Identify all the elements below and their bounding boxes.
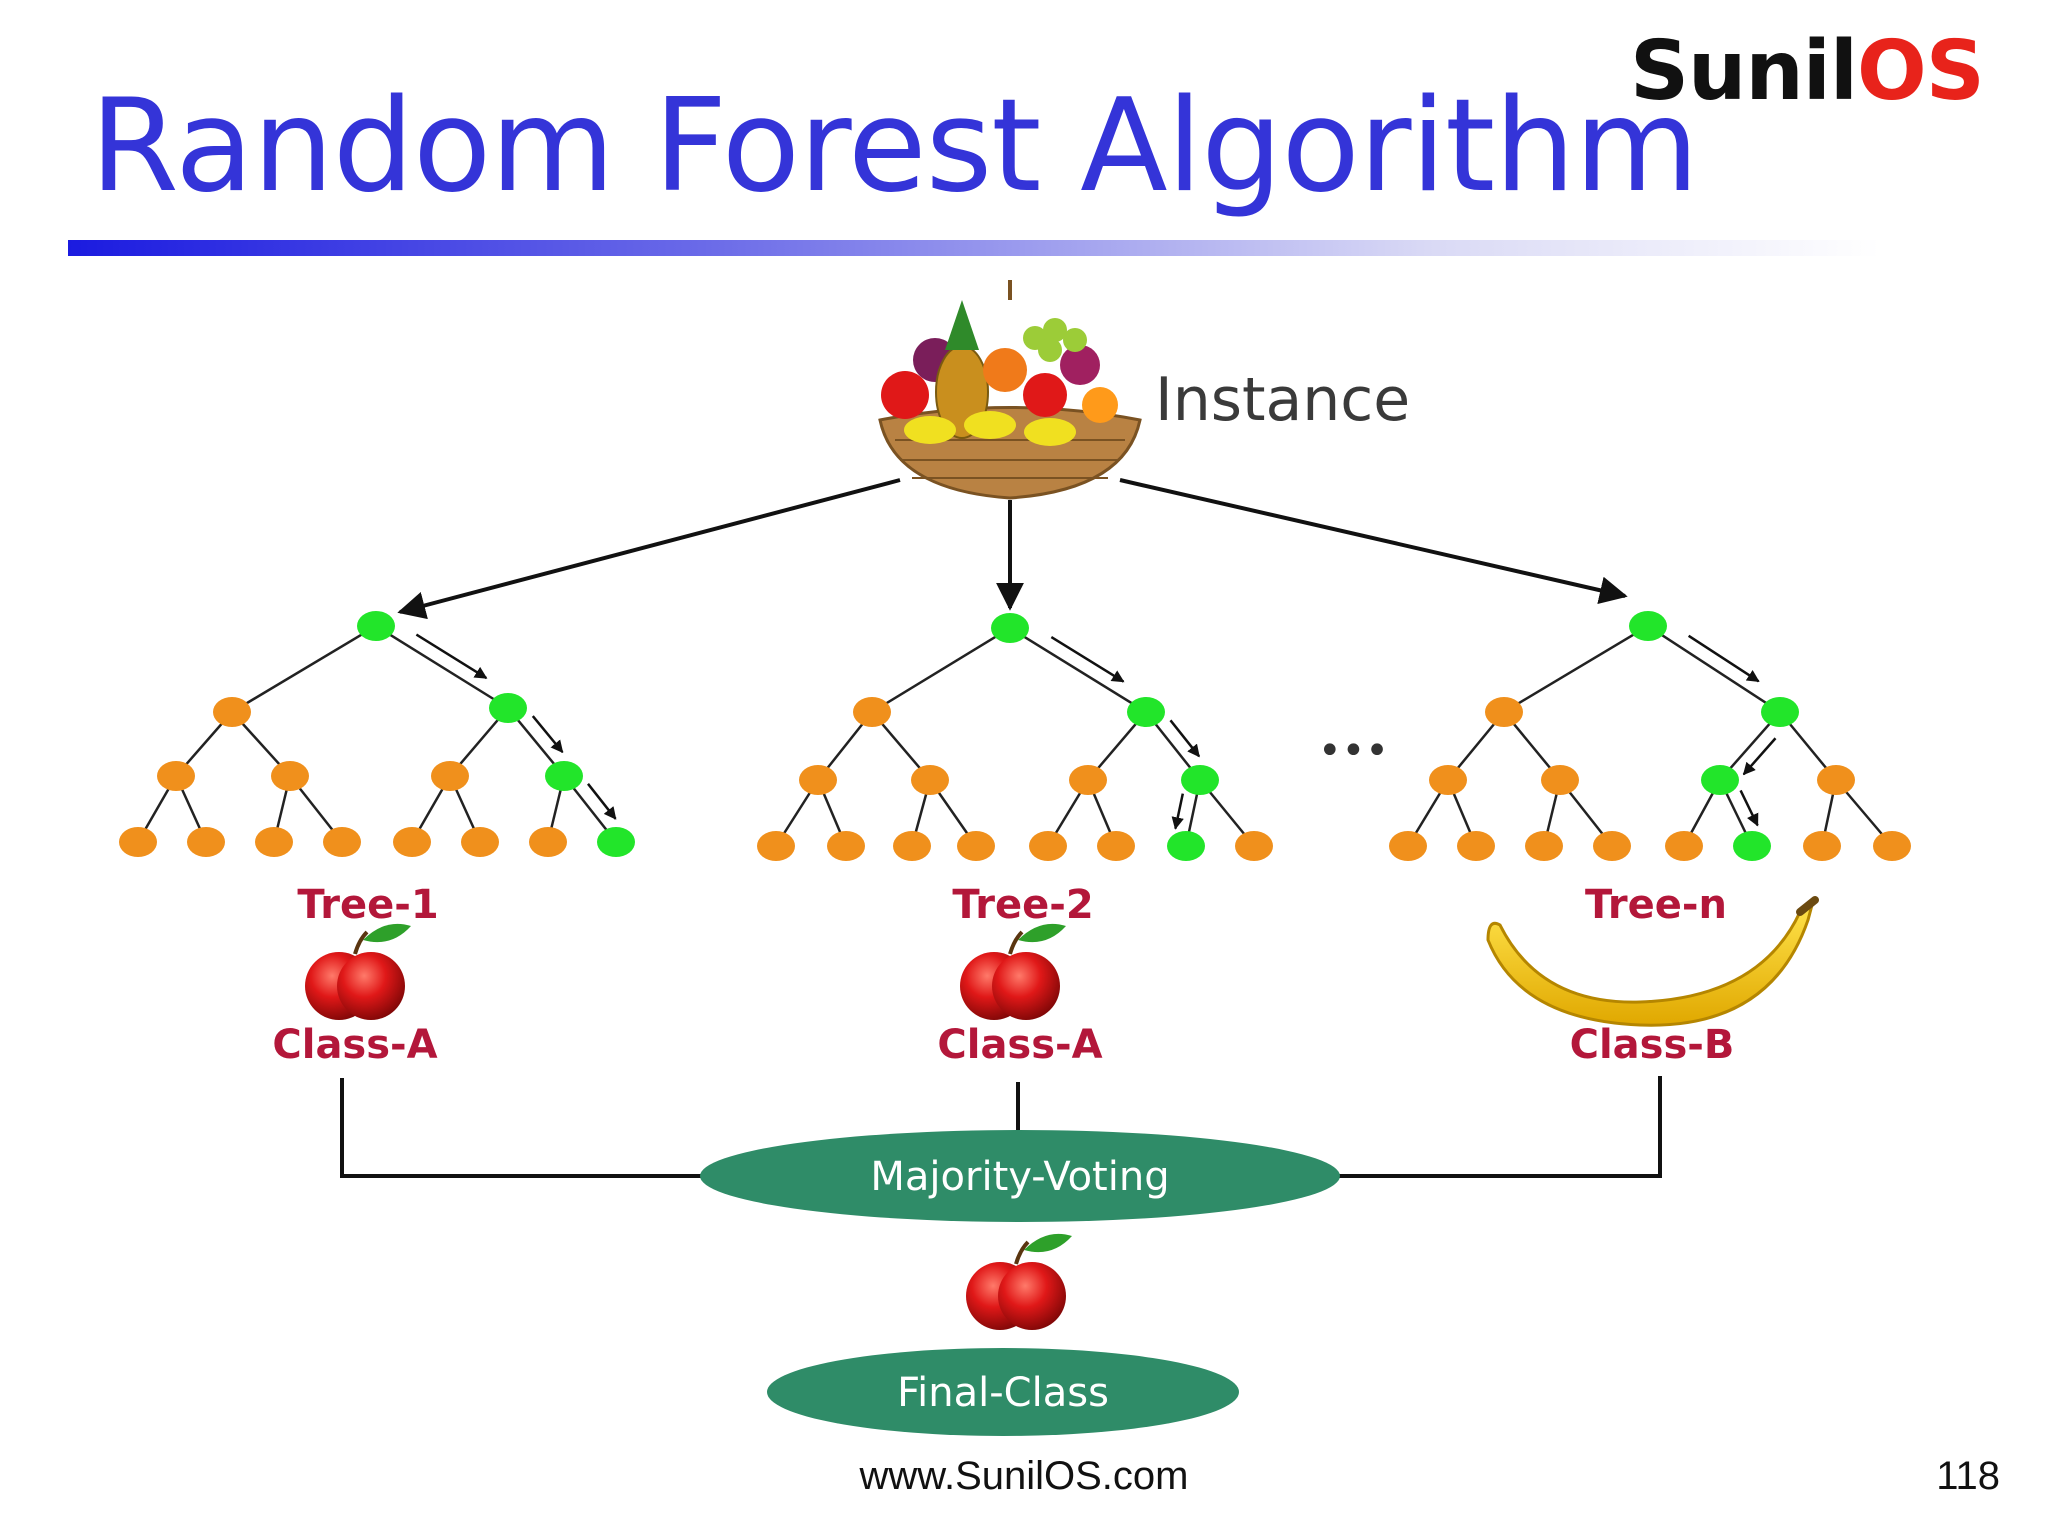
tree-2-edge <box>871 626 1011 714</box>
tree-2-leaf-node <box>1235 831 1273 861</box>
tree-2-node <box>853 697 891 727</box>
tree-n-path-arrow <box>1739 789 1759 827</box>
tree-n-node <box>1761 697 1799 727</box>
tree-1-leaf-node <box>597 827 635 857</box>
tree-n-node <box>1817 765 1855 795</box>
tree-n-path-arrow <box>1687 634 1760 683</box>
tree-2-leaf-node <box>1097 831 1135 861</box>
page-number: 118 <box>1936 1454 2000 1498</box>
footer-url: www.SunilOS.com <box>859 1454 1189 1498</box>
tree-n-leaf-node <box>1525 831 1563 861</box>
tree-2-node <box>1181 765 1219 795</box>
tree-n-class-label: Class-B <box>1570 1022 1735 1068</box>
tree-n-node <box>1429 765 1467 795</box>
tree-1-node <box>213 697 251 727</box>
tree-1-leaf-node <box>529 827 567 857</box>
tree-2-root-node <box>991 613 1029 643</box>
logo-text-part2: OS <box>1857 24 1985 119</box>
tree-1-path-arrow <box>587 783 617 820</box>
tree-2-path-arrow <box>1169 719 1201 758</box>
apple-icon <box>966 1233 1072 1330</box>
tree-1-node <box>545 761 583 791</box>
connector-tree-1-to-voting <box>340 1078 712 1178</box>
apple-icon <box>305 923 411 1020</box>
final-class-label: Final-Class <box>897 1370 1109 1416</box>
tree-n-leaf-node <box>1389 831 1427 861</box>
tree-2-path-arrow <box>1050 636 1125 683</box>
tree-1-node <box>489 693 527 723</box>
tree-n-leaf-node <box>1803 831 1841 861</box>
tree-n-leaf-node <box>1733 831 1771 861</box>
tree-n-leaf-node <box>1457 831 1495 861</box>
tree-2-node <box>911 765 949 795</box>
tree-2-node <box>799 765 837 795</box>
ellipsis-dots: ••• <box>1318 728 1389 774</box>
banana-icon <box>1486 896 1819 1027</box>
tree-2-leaf-node <box>957 831 995 861</box>
tree-n-label: Tree-n <box>1585 882 1727 928</box>
tree-n-root-node <box>1629 611 1667 641</box>
tree-1-leaf-node <box>255 827 293 857</box>
tree-n-leaf-node <box>1665 831 1703 861</box>
majority-voting-oval <box>700 1130 1340 1222</box>
majority-voting-label: Majority-Voting <box>870 1154 1169 1200</box>
arrow-to-tree-1 <box>397 478 901 620</box>
tree-2-leaf-node <box>827 831 865 861</box>
tree-1-path-arrow <box>415 633 488 680</box>
tree-1-root-node <box>357 611 395 641</box>
tree-2-label: Tree-2 <box>952 882 1093 928</box>
tree-n-node <box>1701 765 1739 795</box>
slide-title: Random Forest Algorithm <box>90 72 1699 221</box>
tree-n-leaf-node <box>1873 831 1911 861</box>
tree-2-leaf-node <box>1167 831 1205 861</box>
tree-2-class-label: Class-A <box>937 1022 1102 1068</box>
tree-2-leaf-node <box>1029 831 1067 861</box>
tree-2-path-arrow <box>1171 793 1185 830</box>
final-class-oval <box>767 1348 1239 1436</box>
tree-1-label: Tree-1 <box>297 882 438 928</box>
tree-1-leaf-node <box>393 827 431 857</box>
tree-n-node <box>1485 697 1523 727</box>
tree-1-node <box>271 761 309 791</box>
title-underline <box>68 240 1880 256</box>
tree-2-edge <box>1009 626 1147 714</box>
tree-1-leaf-node <box>119 827 157 857</box>
tree-1-class-label: Class-A <box>272 1022 437 1068</box>
tree-2-node <box>1127 697 1165 727</box>
tree-2-leaf-node <box>893 831 931 861</box>
tree-1-leaf-node <box>323 827 361 857</box>
fruit-basket-icon <box>878 280 1142 500</box>
apple-icon <box>960 923 1066 1020</box>
tree-n-leaf-node <box>1593 831 1631 861</box>
tree-n-edge <box>1647 624 1781 714</box>
tree-2-leaf-node <box>757 831 795 861</box>
sunilos-logo: SunilOS <box>1630 24 1985 119</box>
tree-n-node <box>1541 765 1579 795</box>
tree-1-leaf-node <box>187 827 225 857</box>
tree-1-node <box>157 761 195 791</box>
tree-1-edge <box>375 624 509 710</box>
arrow-to-tree-n <box>1119 478 1628 605</box>
tree-n-path-arrow <box>1742 737 1777 776</box>
logo-text-part1: Sunil <box>1630 24 1858 119</box>
tree-n-edge <box>1503 624 1649 714</box>
tree-1-leaf-node <box>461 827 499 857</box>
tree-1-path-arrow <box>531 715 564 754</box>
connector-tree-n-to-voting <box>1330 1076 1662 1178</box>
tree-2-node <box>1069 765 1107 795</box>
tree-1-node <box>431 761 469 791</box>
instance-label: Instance <box>1155 365 1410 435</box>
tree-1-edge <box>231 624 377 714</box>
decision-trees <box>119 611 1911 861</box>
